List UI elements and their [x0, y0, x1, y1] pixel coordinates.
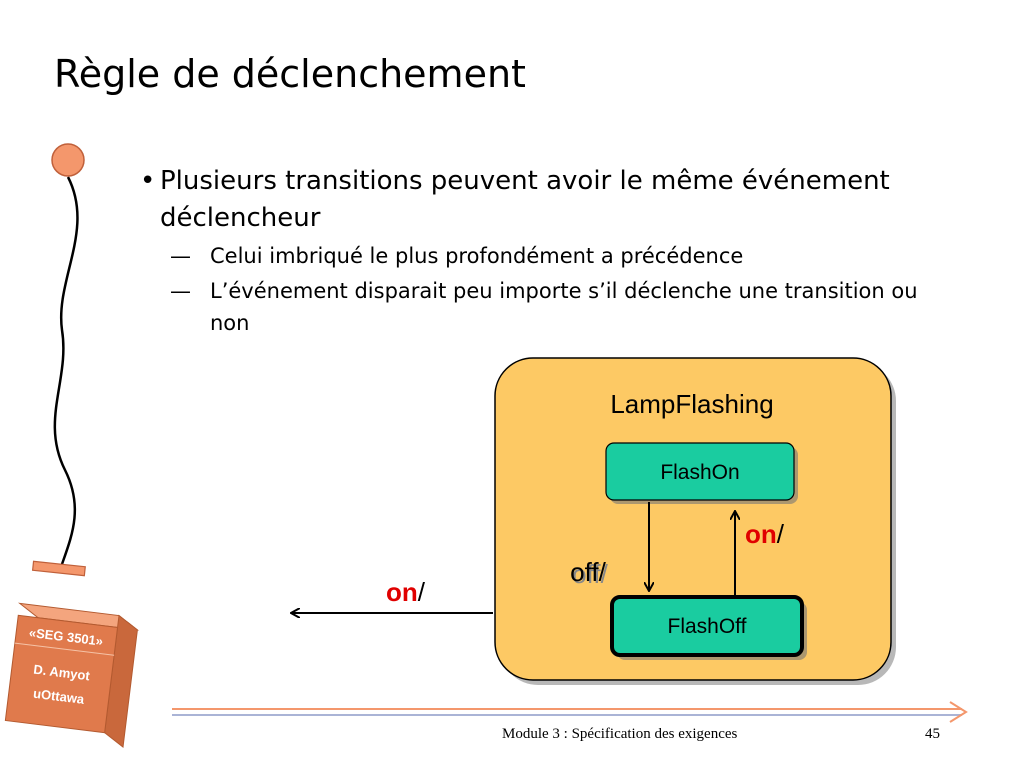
sub-bullet-dash: — — [170, 244, 191, 268]
state-flashoff: FlashOff — [610, 595, 807, 660]
bullet-dot: • — [140, 166, 156, 196]
sub-bullet-text: Celui imbriqué le plus profondément a pr… — [210, 244, 744, 268]
bullet-text: Plusieurs transitions peuvent avoir le m… — [160, 166, 890, 233]
sub-bullet-dash: — — [170, 279, 191, 303]
label-on-outer: on/ — [386, 577, 426, 607]
footer-text: Module 3 : Spécification des exigences — [502, 726, 738, 742]
sub-bullet-item: — Celui imbriqué le plus profondément a … — [140, 240, 920, 272]
bullet-item: • Plusieurs transitions peuvent avoir le… — [140, 163, 920, 237]
badge-author: D. Amyot — [33, 662, 92, 684]
course-badge: «SEG 3501» D. Amyot uOttawa — [4, 602, 140, 748]
slide-title: Règle de déclenchement — [54, 52, 526, 96]
pin-decoration — [31, 143, 86, 577]
footer-rule — [172, 701, 968, 723]
state-flashon-label: FlashOn — [660, 461, 739, 484]
label-on-inner: on/ — [745, 519, 785, 549]
label-off-shadow: off/ — [572, 559, 608, 589]
label-off: off/ — [570, 557, 606, 587]
bullet-list: • Plusieurs transitions peuvent avoir le… — [140, 163, 920, 339]
badge-university: uOttawa — [32, 686, 85, 707]
page-number: 45 — [925, 726, 940, 742]
composite-state-name: LampFlashing — [610, 389, 773, 419]
state-flashon: FlashOn — [605, 442, 798, 504]
state-flashoff-label: FlashOff — [668, 615, 747, 638]
sub-bullet-text: L’événement disparait peu importe s’il d… — [210, 279, 918, 335]
sub-bullet-item: — L’événement disparait peu importe s’il… — [140, 275, 920, 339]
